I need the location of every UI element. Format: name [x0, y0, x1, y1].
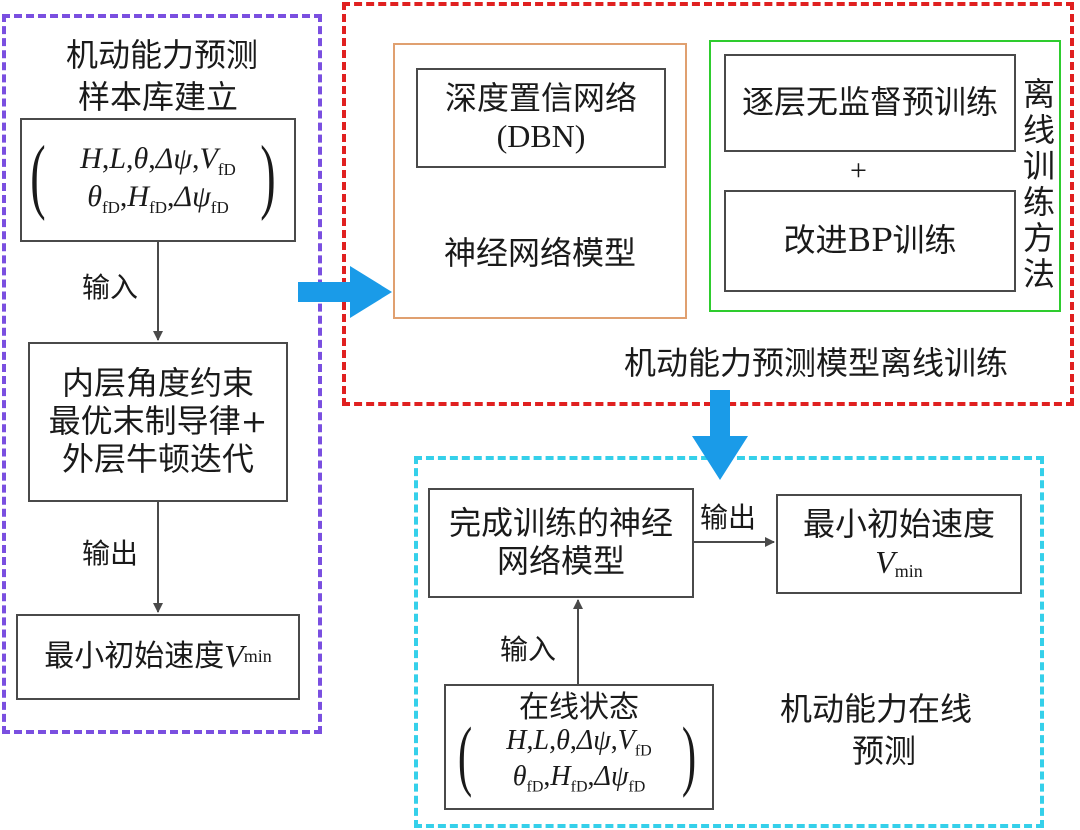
online-paren-close: ) — [681, 711, 697, 798]
flow-arrow-down — [692, 390, 748, 480]
plus-sign: + — [850, 154, 867, 187]
online-result-sub: min — [894, 560, 923, 581]
left-result-sub: min — [243, 646, 272, 667]
model-caption: 神经网络模型 — [444, 234, 637, 272]
offline-method-vertical: 离 线 训 练 方 法 — [1022, 76, 1056, 292]
trained-model-line-1: 完成训练的神经 — [448, 504, 673, 543]
online-output-label: 输出 — [700, 501, 757, 534]
offline-training-panel — [342, 2, 1074, 406]
state-vector-row2: θfD,HfD,ΔψfD — [87, 180, 229, 217]
state-vector-row1: H,L,θ,Δψ,VfD — [80, 142, 236, 180]
method-line-3: 外层牛顿迭代 — [61, 439, 254, 478]
online-state-title: 在线状态 — [519, 690, 639, 725]
bp-label: 改进BP训练 — [783, 221, 957, 260]
guidance-method-box: 内层角度约束 最优末制导律+ 外层牛顿迭代 — [28, 342, 288, 502]
online-result-box: 最小初始速度 Vmin — [776, 494, 1022, 594]
state-vector-box: H,L,θ,Δψ,VfD θfD,HfD,ΔψfD — [20, 118, 296, 242]
left-title-line2: 样本库建立 — [78, 78, 239, 116]
online-paren-open: ( — [457, 711, 473, 798]
vchar: 方 — [1022, 219, 1055, 257]
offline-caption: 机动能力预测模型离线训练 — [624, 344, 1009, 382]
left-output-label: 输出 — [82, 537, 139, 570]
state-vector-content: H,L,θ,Δψ,VfD θfD,HfD,ΔψfD — [80, 142, 236, 217]
online-state-box: 在线状态 H,L,θ,Δψ,VfD θfD,HfD,ΔψfD — [444, 684, 714, 810]
bp-training-box: 改进BP训练 — [724, 190, 1016, 292]
method-line-2: 最优末制导律+ — [48, 402, 268, 441]
vchar: 法 — [1022, 255, 1055, 293]
online-result-text: 最小初始速度 — [802, 504, 995, 543]
left-title-line1: 机动能力预测 — [66, 36, 259, 74]
left-result-var: V — [224, 638, 244, 675]
online-result-var: V — [875, 543, 895, 580]
left-input-label: 输入 — [82, 271, 139, 304]
online-caption-line1: 机动能力在线 — [780, 690, 973, 728]
left-result-text: 最小初始速度 — [44, 639, 225, 675]
method-line-1: 内层角度约束 — [61, 364, 254, 403]
dbn-box: 深度置信网络 (DBN) — [416, 68, 666, 168]
vchar: 训 — [1022, 147, 1055, 185]
sample-library-panel — [2, 14, 322, 734]
dbn-line-1: 深度置信网络 — [444, 79, 637, 118]
online-vector-row2: θfD,HfD,ΔψfD — [512, 761, 646, 796]
flow-arrow-right — [298, 266, 392, 318]
vchar: 离 — [1022, 75, 1055, 113]
training-method-frame — [709, 40, 1061, 312]
model-frame — [393, 43, 687, 319]
left-paren-open: ( — [30, 129, 46, 222]
trained-model-box: 完成训练的神经 网络模型 — [428, 488, 694, 598]
online-input-label: 输入 — [500, 633, 557, 666]
online-state-vector: H,L,θ,Δψ,VfD θfD,HfD,ΔψfD — [506, 725, 651, 797]
left-paren-close: ) — [260, 129, 276, 222]
vchar: 线 — [1022, 111, 1055, 149]
pretrain-box: 逐层无监督预训练 — [724, 54, 1016, 152]
online-vector-row1: H,L,θ,Δψ,VfD — [506, 725, 652, 760]
online-result-var-wrap: Vmin — [875, 544, 923, 582]
dbn-line-2: (DBN) — [496, 118, 586, 154]
pretrain-label: 逐层无监督预训练 — [741, 83, 998, 122]
online-caption-line2: 预测 — [852, 732, 917, 770]
trained-model-line-2: 网络模型 — [496, 542, 625, 580]
vchar: 练 — [1022, 183, 1055, 221]
